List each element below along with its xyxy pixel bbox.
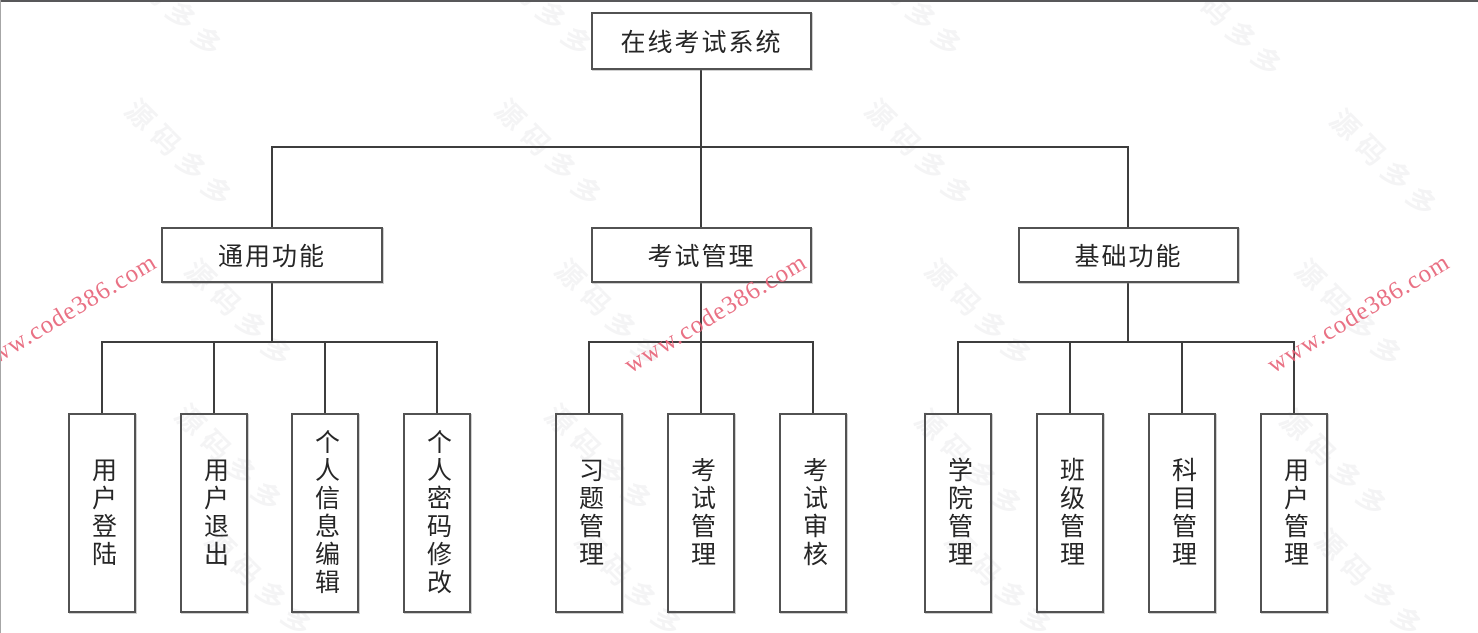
- top-edge-divider: [0, 0, 1478, 2]
- gray-watermark: 源码多多: [859, 94, 983, 218]
- connector-vline: [213, 341, 215, 413]
- gray-watermark: 源码多多: [1324, 104, 1448, 228]
- node-leaf-exam-mgmt: 考试管理: [667, 413, 735, 613]
- connector-vline: [436, 341, 438, 413]
- red-watermark: www.code386.com: [0, 248, 162, 379]
- connector-vline: [700, 146, 702, 228]
- connector-hline: [957, 341, 1295, 343]
- gray-watermark: 源码多多: [479, 0, 603, 68]
- node-leaf-exercise-mgmt: 习题管理: [555, 413, 623, 613]
- node-root: 在线考试系统: [591, 12, 812, 70]
- connector-vline: [1293, 341, 1295, 413]
- connector-vline: [957, 341, 959, 413]
- node-leaf-class-mgmt: 班级管理: [1036, 413, 1104, 613]
- node-group-general: 通用功能: [161, 227, 383, 283]
- gray-watermark: 源码多多: [849, 0, 973, 68]
- connector-vline: [700, 341, 702, 413]
- connector-vline: [812, 341, 814, 413]
- node-leaf-password-change: 个人密码修改: [403, 413, 471, 613]
- connector-vline: [1181, 341, 1183, 413]
- node-leaf-subject-mgmt: 科目管理: [1148, 413, 1216, 613]
- connector-vline: [1069, 341, 1071, 413]
- connector-vline: [700, 70, 702, 148]
- connector-vline: [1127, 146, 1129, 228]
- node-group-basic: 基础功能: [1018, 227, 1239, 283]
- connector-vline: [271, 146, 273, 228]
- node-leaf-user-mgmt: 用户管理: [1260, 413, 1328, 613]
- gray-watermark: 源码多多: [1169, 0, 1293, 88]
- gray-watermark: 源码多多: [489, 94, 613, 218]
- gray-watermark: 源码多多: [109, 0, 233, 68]
- connector-vline: [271, 282, 273, 342]
- connector-hline: [101, 341, 438, 343]
- connector-vline: [324, 341, 326, 413]
- node-leaf-exam-review: 考试审核: [779, 413, 847, 613]
- connector-vline: [101, 341, 103, 413]
- connector-vline: [700, 282, 702, 342]
- node-leaf-college-mgmt: 学院管理: [924, 413, 992, 613]
- connector-vline: [1127, 282, 1129, 342]
- gray-watermark: 源码多多: [119, 94, 243, 218]
- node-leaf-user-logout: 用户退出: [180, 413, 248, 613]
- left-edge-divider: [0, 0, 1, 633]
- node-leaf-user-login: 用户登陆: [68, 413, 136, 613]
- node-group-exam: 考试管理: [591, 227, 812, 283]
- node-leaf-profile-edit: 个人信息编辑: [291, 413, 359, 613]
- gray-watermark: 源码多多: [1289, 254, 1413, 378]
- red-watermark: www.code386.com: [1262, 248, 1455, 379]
- connector-vline: [588, 341, 590, 413]
